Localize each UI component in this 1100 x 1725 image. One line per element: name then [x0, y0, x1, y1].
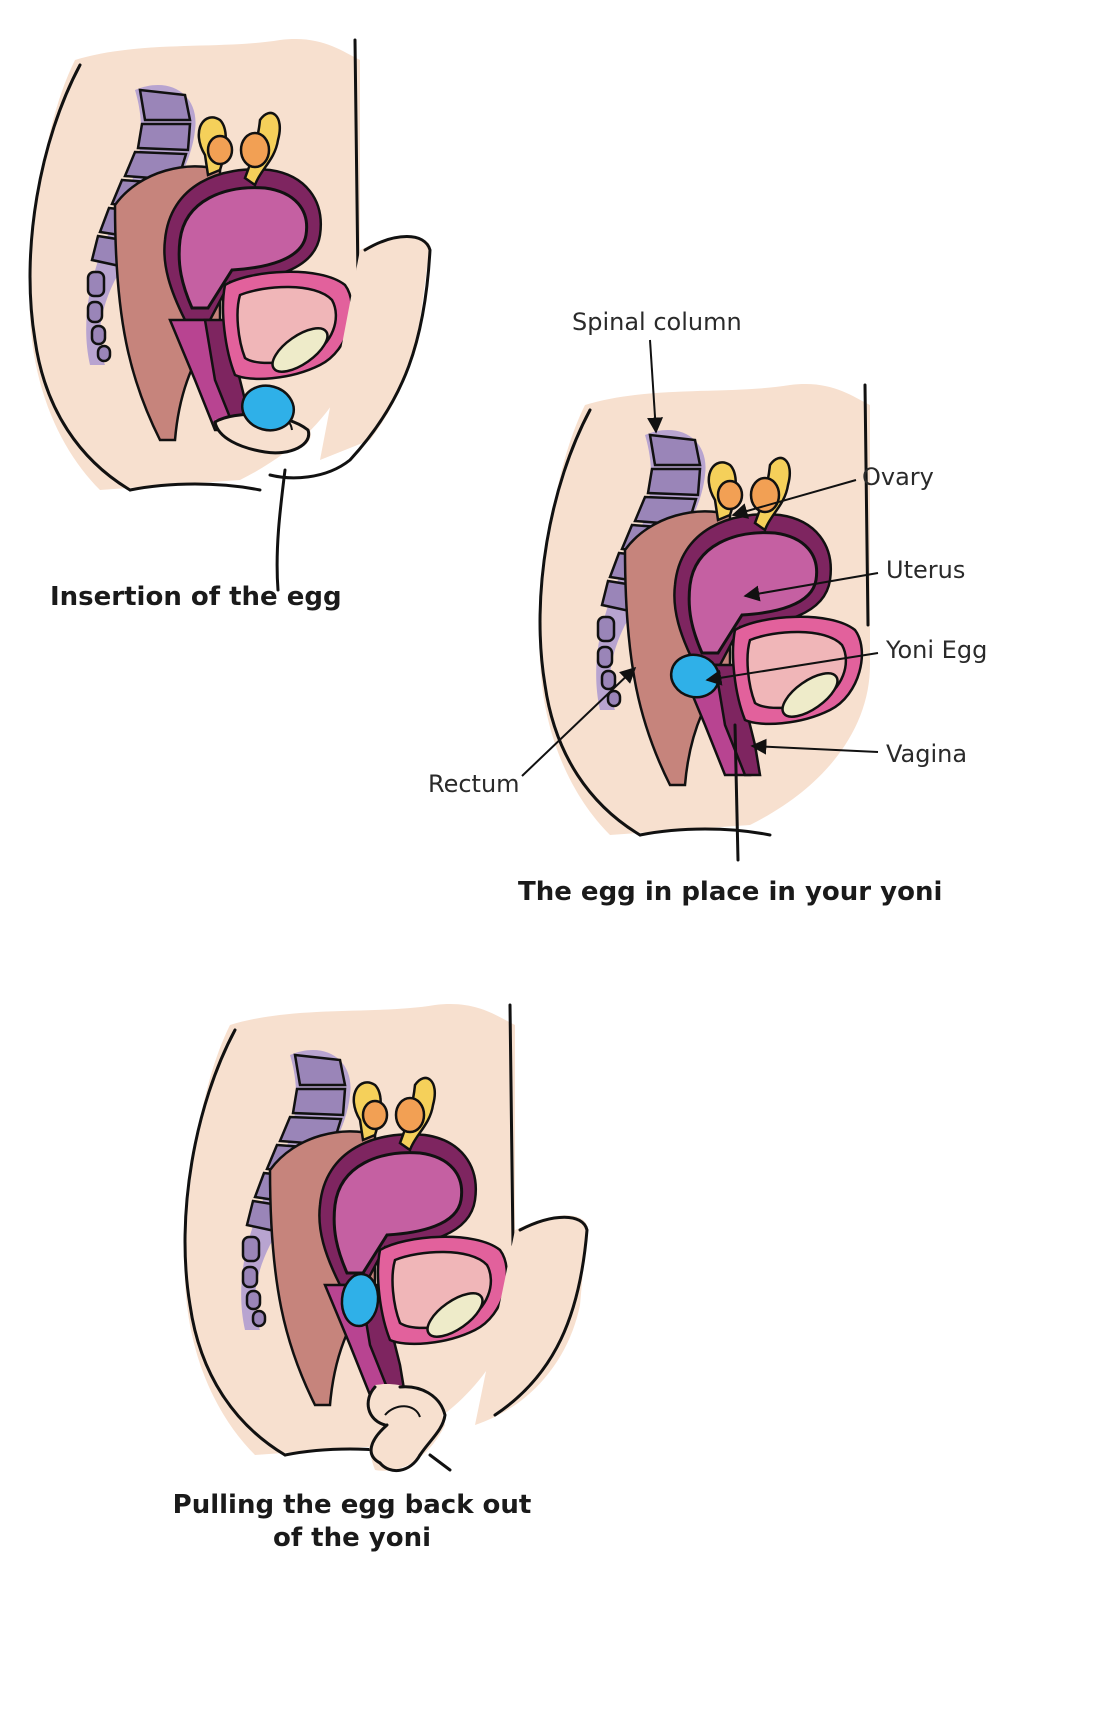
label-yoni-egg: Yoni Egg	[885, 636, 987, 664]
label-uterus: Uterus	[886, 556, 965, 584]
panel-pulling-out	[183, 1002, 589, 1472]
label-spinal-column: Spinal column	[572, 308, 742, 336]
egg-icon	[340, 1272, 380, 1328]
caption-pulling-line1: Pulling the egg back out	[173, 1490, 532, 1520]
caption-insertion: Insertion of the egg	[50, 582, 342, 612]
label-vagina: Vagina	[886, 740, 967, 768]
panel-insertion	[28, 37, 432, 592]
caption-pulling-line2: of the yoni	[273, 1523, 431, 1553]
caption-in-place: The egg in place in your yoni	[518, 877, 942, 907]
panel-in-place	[538, 382, 872, 862]
label-rectum: Rectum	[428, 770, 520, 798]
egg-icon	[240, 384, 296, 432]
label-ovary: Ovary	[862, 463, 934, 491]
